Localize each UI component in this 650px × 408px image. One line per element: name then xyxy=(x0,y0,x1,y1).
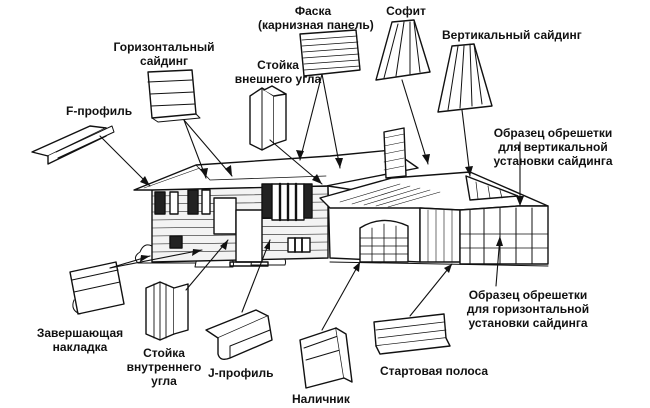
label-fascia: Фаска (карнизная панель) xyxy=(258,4,374,32)
arrowheads xyxy=(140,150,524,273)
house-illustration xyxy=(133,127,549,268)
label-f-profile: F-профиль xyxy=(66,104,133,118)
label-vertical-lath-sample: Образец обрешетки для вертикальной устан… xyxy=(493,126,613,168)
garage-wing xyxy=(319,127,549,267)
label-finishing-trim: Завершающая накладка xyxy=(36,326,124,354)
vertical-siding-piece xyxy=(437,43,493,113)
label-j-profile: J-профиль xyxy=(208,366,274,380)
leader-lines xyxy=(99,73,521,331)
label-vertical-siding: Вертикальный сайдинг xyxy=(442,28,582,42)
j-profile-piece xyxy=(205,309,273,361)
soffit-piece xyxy=(375,19,431,81)
label-soffit: Софит xyxy=(386,4,426,18)
casing-piece xyxy=(299,327,353,389)
label-inside-corner: Стойка внутреннего угла xyxy=(126,346,202,388)
inside-corner-piece xyxy=(145,281,189,341)
fascia-panel-piece xyxy=(299,29,361,77)
label-outside-corner: Стойка внешнего угла xyxy=(234,58,322,86)
horizontal-siding-piece xyxy=(147,69,201,123)
left-block xyxy=(133,149,419,267)
label-horizontal-siding: Горизонтальный сайдинг xyxy=(113,40,215,68)
finishing-trim-piece xyxy=(69,261,125,315)
label-horizontal-lath-sample: Образец обрешетки для горизонтальной уст… xyxy=(466,288,590,330)
f-profile-piece xyxy=(31,125,115,165)
label-starter-strip: Стартовая полоса xyxy=(380,364,489,378)
outside-corner-piece xyxy=(249,85,287,151)
label-casing: Наличник xyxy=(292,392,350,406)
starter-strip-piece xyxy=(373,313,451,355)
